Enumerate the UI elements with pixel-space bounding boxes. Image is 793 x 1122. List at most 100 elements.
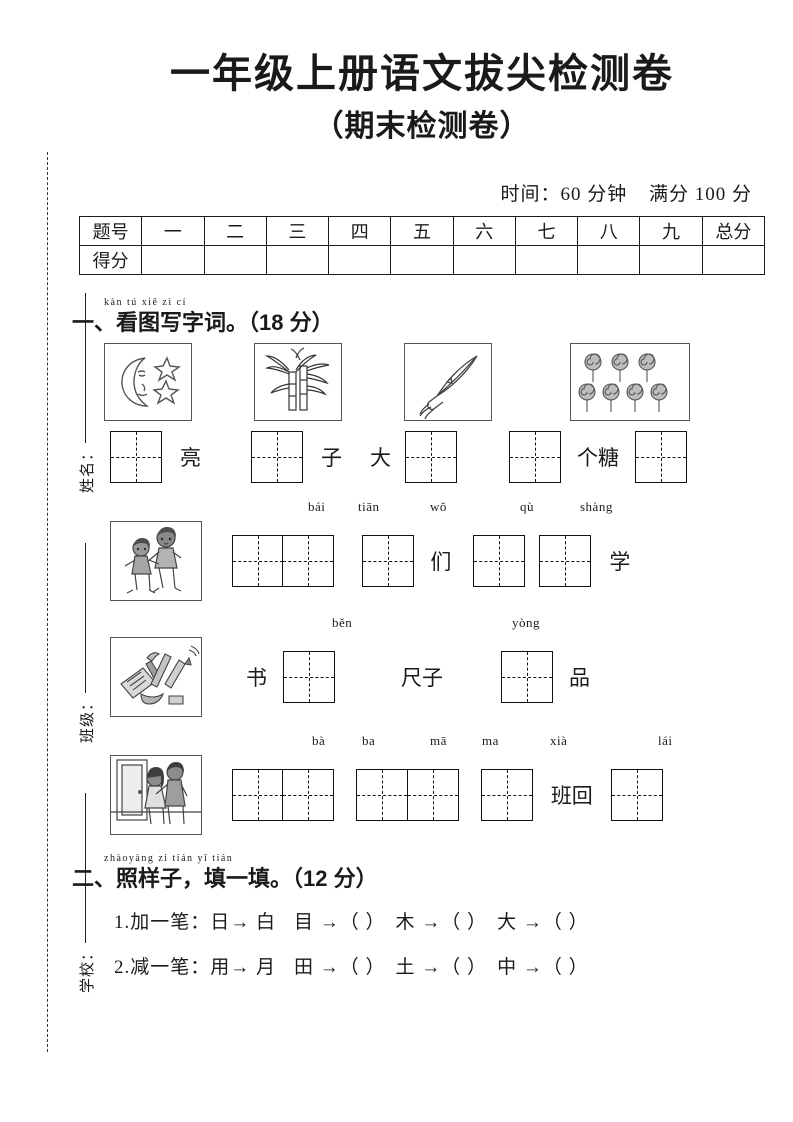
score-cell-1[interactable] bbox=[141, 244, 205, 275]
writing-grid[interactable] bbox=[501, 650, 553, 703]
item-1-example: 日→ 白 bbox=[210, 911, 277, 933]
seal-dashed-line bbox=[47, 152, 48, 1052]
picture-seven-lollipops bbox=[570, 342, 690, 421]
writing-grid[interactable] bbox=[610, 768, 663, 821]
writing-grid[interactable] bbox=[406, 768, 459, 821]
answer-hint-2-1: 们 bbox=[430, 549, 452, 574]
picture-crescent-moon-with-stars bbox=[104, 342, 192, 421]
writing-grid[interactable] bbox=[110, 430, 162, 483]
question-col-8: 八 bbox=[577, 215, 641, 246]
exam-duration: 时间：60 分钟 bbox=[500, 183, 628, 205]
answer-hint-3-3: 品 bbox=[569, 665, 590, 690]
section-1-title-text: 看图写字词。 bbox=[116, 309, 249, 335]
picture-bamboo-plant bbox=[254, 342, 342, 421]
pinyin-lai: lái bbox=[658, 732, 673, 748]
writing-grid[interactable] bbox=[282, 768, 335, 821]
pinyin-ba-2: ba bbox=[362, 732, 376, 748]
table-row-question-numbers: 题号 一 二 三 四 五 六 七 八 九 总分 bbox=[78, 215, 766, 246]
pinyin-ba-1: bà bbox=[312, 732, 326, 748]
writing-grid[interactable] bbox=[509, 430, 561, 483]
question-col-2: 二 bbox=[203, 215, 267, 246]
pinyin-ben: běn bbox=[332, 614, 353, 630]
answer-hint-1-2: 子 bbox=[321, 445, 342, 470]
score-cell-5[interactable] bbox=[390, 244, 454, 275]
writing-grid[interactable] bbox=[356, 768, 409, 821]
score-cell-3[interactable] bbox=[265, 244, 330, 275]
score-cell-total[interactable] bbox=[701, 244, 766, 275]
pinyin-shang: shàng bbox=[580, 498, 613, 514]
exam-meta: 时间：60 分钟 满分 100 分 bbox=[72, 179, 772, 206]
writing-grid[interactable] bbox=[473, 534, 526, 587]
score-cell-7[interactable] bbox=[514, 244, 579, 275]
writing-grid[interactable] bbox=[480, 768, 533, 821]
picture-knife-with-tassel bbox=[404, 342, 492, 421]
exercise-1-picture-row-1 bbox=[104, 342, 772, 421]
writing-grid[interactable] bbox=[405, 430, 457, 483]
section-1-pinyin: kàn tú xiě zì cí bbox=[104, 296, 187, 308]
score-cell-6[interactable] bbox=[452, 244, 516, 275]
page-title: 一年级上册语文拔尖检测卷 bbox=[170, 52, 674, 96]
writing-grid[interactable] bbox=[635, 430, 687, 483]
picture-school-supplies bbox=[110, 636, 202, 717]
question-col-total: 总分 bbox=[701, 215, 766, 246]
exam-total-points: 满分 100 分 bbox=[648, 183, 752, 205]
exercise-1-answer-row-4: 班回 bbox=[110, 754, 772, 835]
section-2-index: 二、 bbox=[72, 865, 117, 891]
writing-grid[interactable] bbox=[232, 768, 284, 821]
exercise-1-answer-row-2: 们 学 bbox=[110, 520, 772, 601]
item-2-example: 用→ 月 bbox=[210, 956, 277, 978]
item-2-number: 2. bbox=[114, 956, 131, 978]
answer-hint-1-1: 亮 bbox=[180, 445, 201, 470]
exercise-1-pinyin-row-4: bà ba mā ma xià lái bbox=[110, 733, 772, 753]
answer-hint-1-3: 大 bbox=[370, 445, 391, 470]
question-col-5: 五 bbox=[390, 215, 454, 246]
writing-grid[interactable] bbox=[283, 650, 335, 703]
writing-grid[interactable] bbox=[232, 534, 284, 587]
section-1-points: （18 分） bbox=[248, 309, 334, 335]
score-cell-8[interactable] bbox=[577, 244, 641, 275]
writing-grid[interactable] bbox=[362, 534, 415, 587]
question-col-3: 三 bbox=[265, 215, 330, 246]
answer-hint-1-4: 个糖 bbox=[577, 445, 619, 470]
row-label-score: 得分 bbox=[78, 244, 143, 275]
picture-two-children-walking bbox=[110, 520, 202, 601]
pinyin-wo: wǒ bbox=[430, 498, 447, 514]
section-2-points: （12 分） bbox=[292, 865, 378, 891]
section-2-title: 二、照样子，填一填。（12 分） bbox=[72, 861, 378, 893]
pinyin-qu: qù bbox=[520, 498, 534, 514]
writing-grid-pair[interactable] bbox=[232, 534, 335, 587]
exercise-1-pinyin-row-2: bái tiān wǒ qù shàng bbox=[110, 499, 772, 519]
writing-grid[interactable] bbox=[251, 430, 303, 483]
question-col-7: 七 bbox=[514, 215, 579, 246]
question-col-6: 六 bbox=[452, 215, 516, 246]
item-1-blank-1[interactable]: 目 →（ ） bbox=[294, 911, 386, 933]
writing-grid-pair[interactable] bbox=[232, 768, 335, 821]
question-col-1: 一 bbox=[141, 215, 205, 246]
exercise-1-answer-row-1: 亮 子 大 个糖 bbox=[110, 430, 772, 483]
writing-grid[interactable] bbox=[282, 534, 335, 587]
pinyin-tian: tiān bbox=[358, 498, 380, 514]
item-2-blank-2[interactable]: 土 →（ ） bbox=[395, 956, 488, 978]
writing-grid-pair[interactable] bbox=[356, 768, 459, 821]
score-cell-2[interactable] bbox=[203, 244, 267, 275]
answer-hint-3-2: 尺子 bbox=[401, 665, 443, 690]
table-row-scores: 得分 bbox=[78, 244, 766, 275]
exercise-1-answer-row-3: 书 尺子 品 bbox=[110, 636, 772, 717]
pinyin-ma-1: mā bbox=[430, 732, 447, 748]
item-2-blank-1[interactable]: 田 →（ ） bbox=[294, 956, 386, 978]
pinyin-bai: bái bbox=[308, 498, 326, 514]
item-2-blank-3[interactable]: 中 →（ ） bbox=[497, 956, 589, 978]
exercise-2-item-2: 2.减一笔：用→ 月田 →（ ）土 →（ ）中 →（ ） bbox=[114, 952, 772, 979]
title-block: 一年级上册语文拔尖检测卷 （期末检测卷） bbox=[72, 0, 772, 145]
section-2-heading: zhàoyàng zi tián yī tián 二、照样子，填一填。（12 分… bbox=[72, 853, 772, 893]
item-1-blank-3[interactable]: 大 →（ ） bbox=[497, 911, 589, 933]
score-cell-9[interactable] bbox=[639, 244, 703, 275]
answer-hint-2-2: 学 bbox=[609, 549, 631, 574]
exercise-2-item-1: 1.加一笔：日→ 白目 →（ ）木 →（ ）大 →（ ） bbox=[114, 907, 772, 934]
writing-grid[interactable] bbox=[539, 534, 592, 587]
item-1-prompt: 加一笔： bbox=[130, 911, 211, 933]
section-1-index: 一、 bbox=[72, 309, 117, 335]
score-cell-4[interactable] bbox=[328, 244, 392, 275]
item-1-blank-2[interactable]: 木 →（ ） bbox=[395, 911, 488, 933]
section-2-title-text: 照样子，填一填。 bbox=[116, 865, 293, 891]
